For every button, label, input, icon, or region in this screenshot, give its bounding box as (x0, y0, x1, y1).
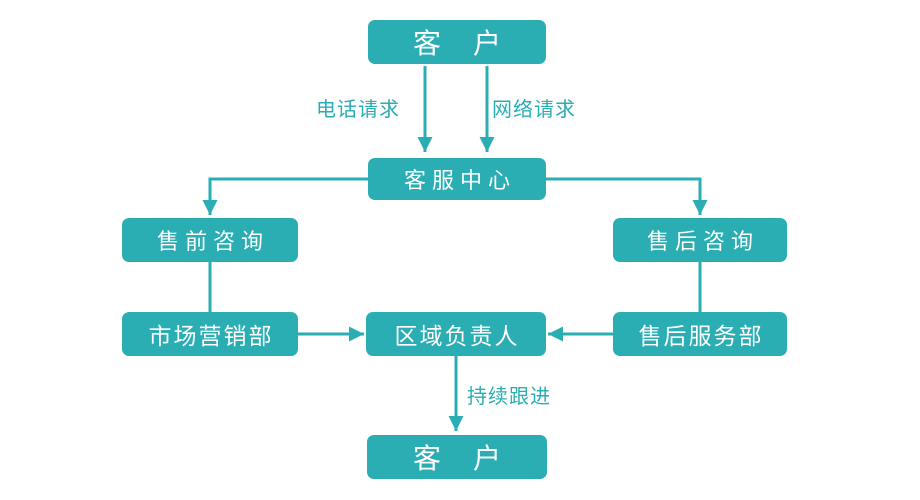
edge-center-to-presales-arrow (202, 177, 368, 215)
node-customer-bottom: 客 户 (367, 435, 547, 479)
node-presales-consult: 售前咨询 (122, 218, 298, 262)
node-marketing-dept: 市场营销部 (122, 312, 298, 356)
node-customer-top: 客 户 (368, 20, 546, 64)
node-regional-manager: 区域负责人 (366, 312, 546, 356)
node-aftersales-consult: 售后咨询 (613, 218, 787, 262)
edge-label-phone-request: 电话请求 (316, 99, 400, 121)
edge-label-follow-up: 持续跟进 (467, 386, 551, 408)
node-aftersales-dept: 售后服务部 (613, 312, 787, 356)
edge-label-web-request: 网络请求 (492, 99, 576, 121)
node-service-center: 客服中心 (368, 158, 546, 200)
edge-center-to-aftersales-arrow (546, 177, 708, 215)
